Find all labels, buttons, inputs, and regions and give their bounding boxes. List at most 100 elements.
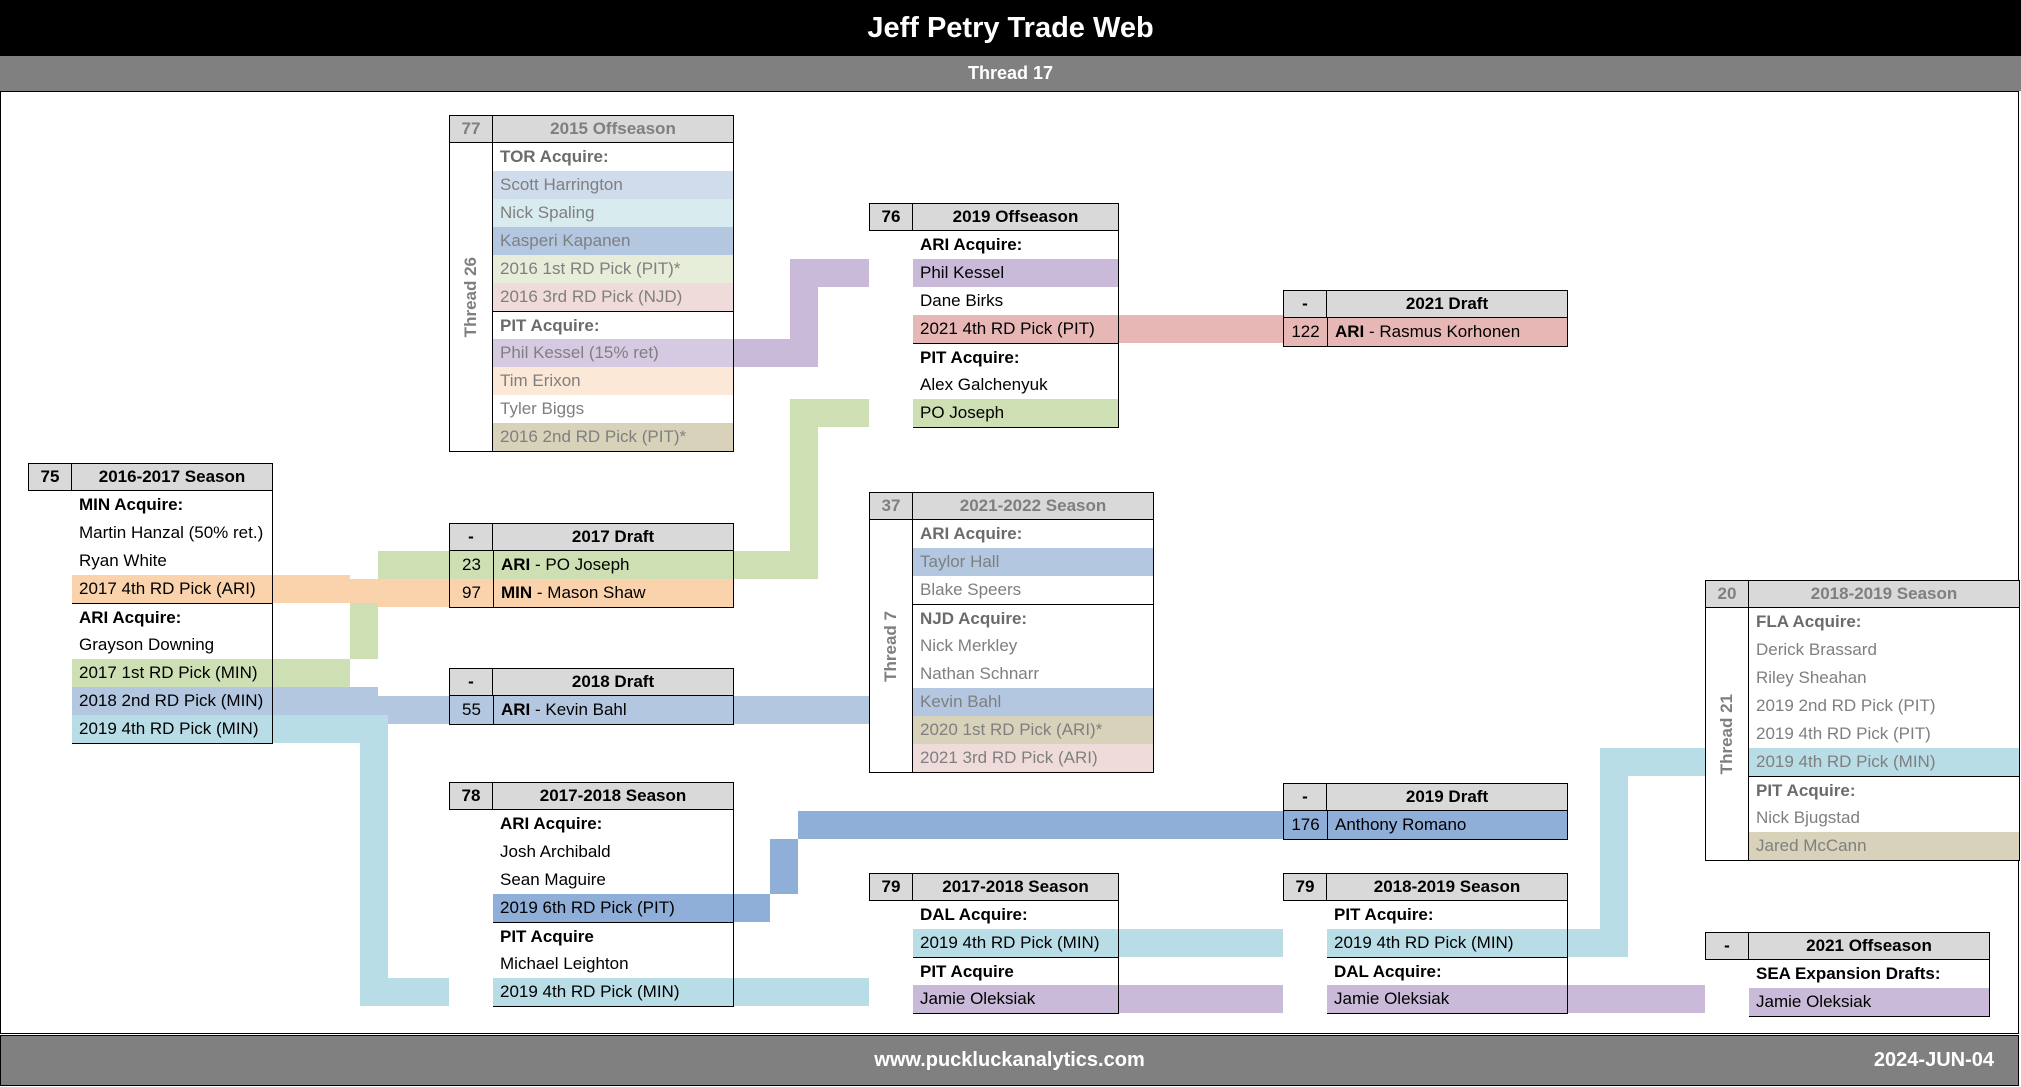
trade-asset-row: 2019 4th RD Pick (MIN) [72, 715, 272, 743]
draft-pick-player: MIN - Mason Shaw [501, 583, 646, 602]
trade-asset-row: 2021 3rd RD Pick (ARI) [913, 744, 1153, 772]
trade-asset-row: Jamie Oleksiak [1749, 988, 1989, 1016]
draft-box-title: 2021 Draft [1327, 290, 1568, 318]
trade-asset-row: Alex Galchenyuk [913, 371, 1118, 399]
trade-box-title: 2021-2022 Season [913, 492, 1154, 520]
acquire-heading: DAL Acquire: [913, 901, 1118, 929]
trade-asset-row: 2019 4th RD Pick (MIN) [1327, 929, 1567, 957]
trade-asset-row: 2016 2nd RD Pick (PIT)* [493, 423, 733, 451]
trade-asset-row: Blake Speers [913, 576, 1153, 604]
draft-pick-number: 23 [450, 551, 494, 579]
trade-box-title: 2016-2017 Season [72, 463, 273, 491]
trade-asset-row: Jamie Oleksiak [1327, 985, 1567, 1013]
acquire-heading: SEA Expansion Drafts: [1749, 960, 1989, 988]
trade-asset-row: Scott Harrington [493, 171, 733, 199]
thread-spacer [28, 491, 72, 744]
thread-spacer [1283, 901, 1327, 1014]
trade-box-id: 78 [449, 782, 493, 810]
trade-asset-row: 2016 1st RD Pick (PIT)* [493, 255, 733, 283]
acquire-heading: PIT Acquire [493, 922, 733, 950]
acquire-heading: MIN Acquire: [72, 491, 272, 519]
thread-label: Thread 7 [869, 520, 913, 773]
trade-box-title: 2018-2019 Season [1327, 873, 1568, 901]
trade-row-list: MIN Acquire:Martin Hanzal (50% ret.)Ryan… [72, 491, 273, 744]
trade-asset-row: Derick Brassard [1749, 636, 2019, 664]
trade-asset-row: Sean Maguire [493, 866, 733, 894]
draft-pick-player: ARI - Kevin Bahl [501, 700, 627, 719]
thread-spacer [1705, 960, 1749, 1017]
draft-box-id: - [449, 668, 493, 696]
trade-asset-row: 2021 4th RD Pick (PIT) [913, 315, 1118, 343]
trade-box-id: 79 [1283, 873, 1327, 901]
trade-asset-row: Nick Spaling [493, 199, 733, 227]
draft-pick-row: 122 ARI - Rasmus Korhonen [1284, 318, 1567, 346]
draft-box-id: - [1283, 783, 1327, 811]
trade-asset-row: Phil Kessel (15% ret) [493, 339, 733, 367]
draft-pick-player: ARI - PO Joseph [501, 555, 630, 574]
trade-asset-row: Tyler Biggs [493, 395, 733, 423]
trade-box-id: 79 [869, 873, 913, 901]
trade-asset-row: Kasperi Kapanen [493, 227, 733, 255]
thread-subtitle: Thread 17 [0, 56, 2021, 91]
trade-box-id: 37 [869, 492, 913, 520]
trade-row-list: PIT Acquire:2019 4th RD Pick (MIN)DAL Ac… [1327, 901, 1568, 1014]
trade-asset-row: 2020 1st RD Pick (ARI)* [913, 716, 1153, 744]
trade-asset-row: 2017 4th RD Pick (ARI) [72, 575, 272, 603]
draft-pick-number: 122 [1284, 318, 1328, 346]
trade-asset-row: Michael Leighton [493, 950, 733, 978]
acquire-heading: NJD Acquire: [913, 604, 1153, 632]
acquire-heading: ARI Acquire: [72, 603, 272, 631]
trade-asset-row: 2019 4th RD Pick (MIN) [913, 929, 1118, 957]
acquire-heading: DAL Acquire: [1327, 957, 1567, 985]
draft-pick-number: 97 [450, 579, 494, 607]
draft-pick-row: 23 ARI - PO Joseph [450, 551, 733, 579]
footer-site: www.puckluckanalytics.com [874, 1049, 1145, 1071]
trade-asset-row: 2018 2nd RD Pick (MIN) [72, 687, 272, 715]
draft-pick-number: 176 [1284, 811, 1328, 839]
trade-asset-row: Nick Merkley [913, 632, 1153, 660]
draft-pick-list: 122 ARI - Rasmus Korhonen [1283, 318, 1568, 347]
acquire-heading: PIT Acquire: [1327, 901, 1567, 929]
trade-box-title: 2018-2019 Season [1749, 580, 2020, 608]
draft-box-title: 2017 Draft [493, 523, 734, 551]
thread-spacer [869, 901, 913, 1014]
trade-asset-row: PO Joseph [913, 399, 1118, 427]
trade-box-title: 2019 Offseason [913, 203, 1119, 231]
acquire-heading: PIT Acquire: [1749, 776, 2019, 804]
thread-spacer [869, 231, 913, 428]
trade-asset-row: 2019 4th RD Pick (MIN) [1749, 748, 2019, 776]
acquire-heading: PIT Acquire: [493, 311, 733, 339]
trade-asset-row: Jared McCann [1749, 832, 2019, 860]
draft-pick-row: 97 MIN - Mason Shaw [450, 579, 733, 607]
draft-pick-list: 23 ARI - PO Joseph 97 MIN - Mason Shaw [449, 551, 734, 608]
trade-asset-row: Riley Sheahan [1749, 664, 2019, 692]
trade-asset-row: Nick Bjugstad [1749, 804, 2019, 832]
trade-row-list: DAL Acquire:2019 4th RD Pick (MIN)PIT Ac… [913, 901, 1119, 1014]
draft-pick-player: ARI - Rasmus Korhonen [1335, 322, 1521, 341]
draft-pick-row: 55 ARI - Kevin Bahl [450, 696, 733, 724]
trade-asset-row: 2016 3rd RD Pick (NJD) [493, 283, 733, 311]
footer-date: 2024-JUN-04 [1873, 1049, 1994, 1071]
trade-asset-row: Josh Archibald [493, 838, 733, 866]
trade-asset-row: 2019 2nd RD Pick (PIT) [1749, 692, 2019, 720]
acquire-heading: PIT Acquire [913, 957, 1118, 985]
draft-pick-number: 55 [450, 696, 494, 724]
trade-asset-row: Tim Erixon [493, 367, 733, 395]
trade-asset-row: 2019 4th RD Pick (PIT) [1749, 720, 2019, 748]
acquire-heading: ARI Acquire: [913, 231, 1118, 259]
draft-box-title: 2018 Draft [493, 668, 734, 696]
